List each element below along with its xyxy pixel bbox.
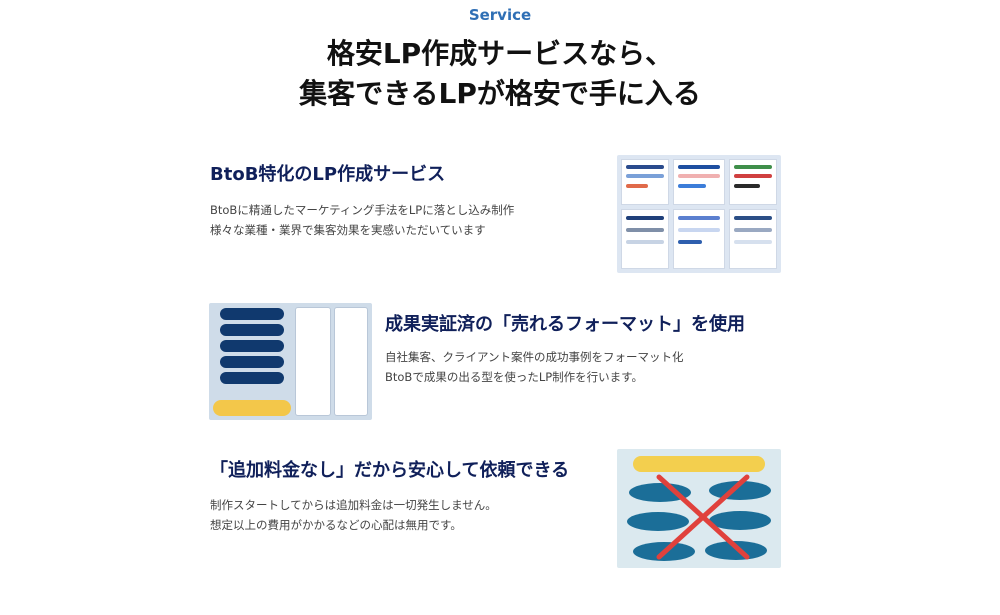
feature-desc-line: BtoBで成果の出る型を使ったLP制作を行います。 [385, 370, 644, 384]
feature-desc-line: 様々な業種・業界で集客効果を実感いただいています [210, 223, 486, 237]
feature-desc-line: 自社集客、クライアント案件の成功事例をフォーマット化 [385, 350, 684, 364]
headline-line-2: 集客できるLPが格安で手に入る [299, 77, 701, 110]
no-extra-fee-image [617, 449, 781, 568]
feature-desc-line: 制作スタートしてからは追加料金は一切発生しません。 [210, 498, 497, 512]
lp-collage-image [617, 155, 781, 273]
feature-title-format: 成果実証済の「売れるフォーマット」を使用 [385, 314, 745, 335]
headline-line-1: 格安LP作成サービスなら、 [326, 37, 674, 70]
feature-desc-no-fee: 制作スタートしてからは追加料金は一切発生しません。 想定以上の費用がかかるなどの… [210, 495, 497, 535]
format-steps-image [209, 303, 372, 420]
feature-title-no-fee: 「追加料金なし」だから安心して依頼できる [210, 460, 570, 481]
feature-desc-btob: BtoBに精通したマーケティング手法をLPに落とし込み制作 様々な業種・業界で集… [210, 200, 514, 240]
red-cross-icon [656, 474, 750, 560]
feature-desc-line: 想定以上の費用がかかるなどの心配は無用です。 [210, 518, 462, 532]
service-eyebrow: Service [468, 6, 532, 24]
feature-title-btob: BtoB特化のLP作成サービス [210, 164, 446, 185]
feature-desc-format: 自社集客、クライアント案件の成功事例をフォーマット化 BtoBで成果の出る型を使… [385, 347, 684, 387]
section-headline: 格安LP作成サービスなら、 集客できるLPが格安で手に入る [0, 34, 1000, 114]
feature-desc-line: BtoBに精通したマーケティング手法をLPに落とし込み制作 [210, 203, 515, 217]
